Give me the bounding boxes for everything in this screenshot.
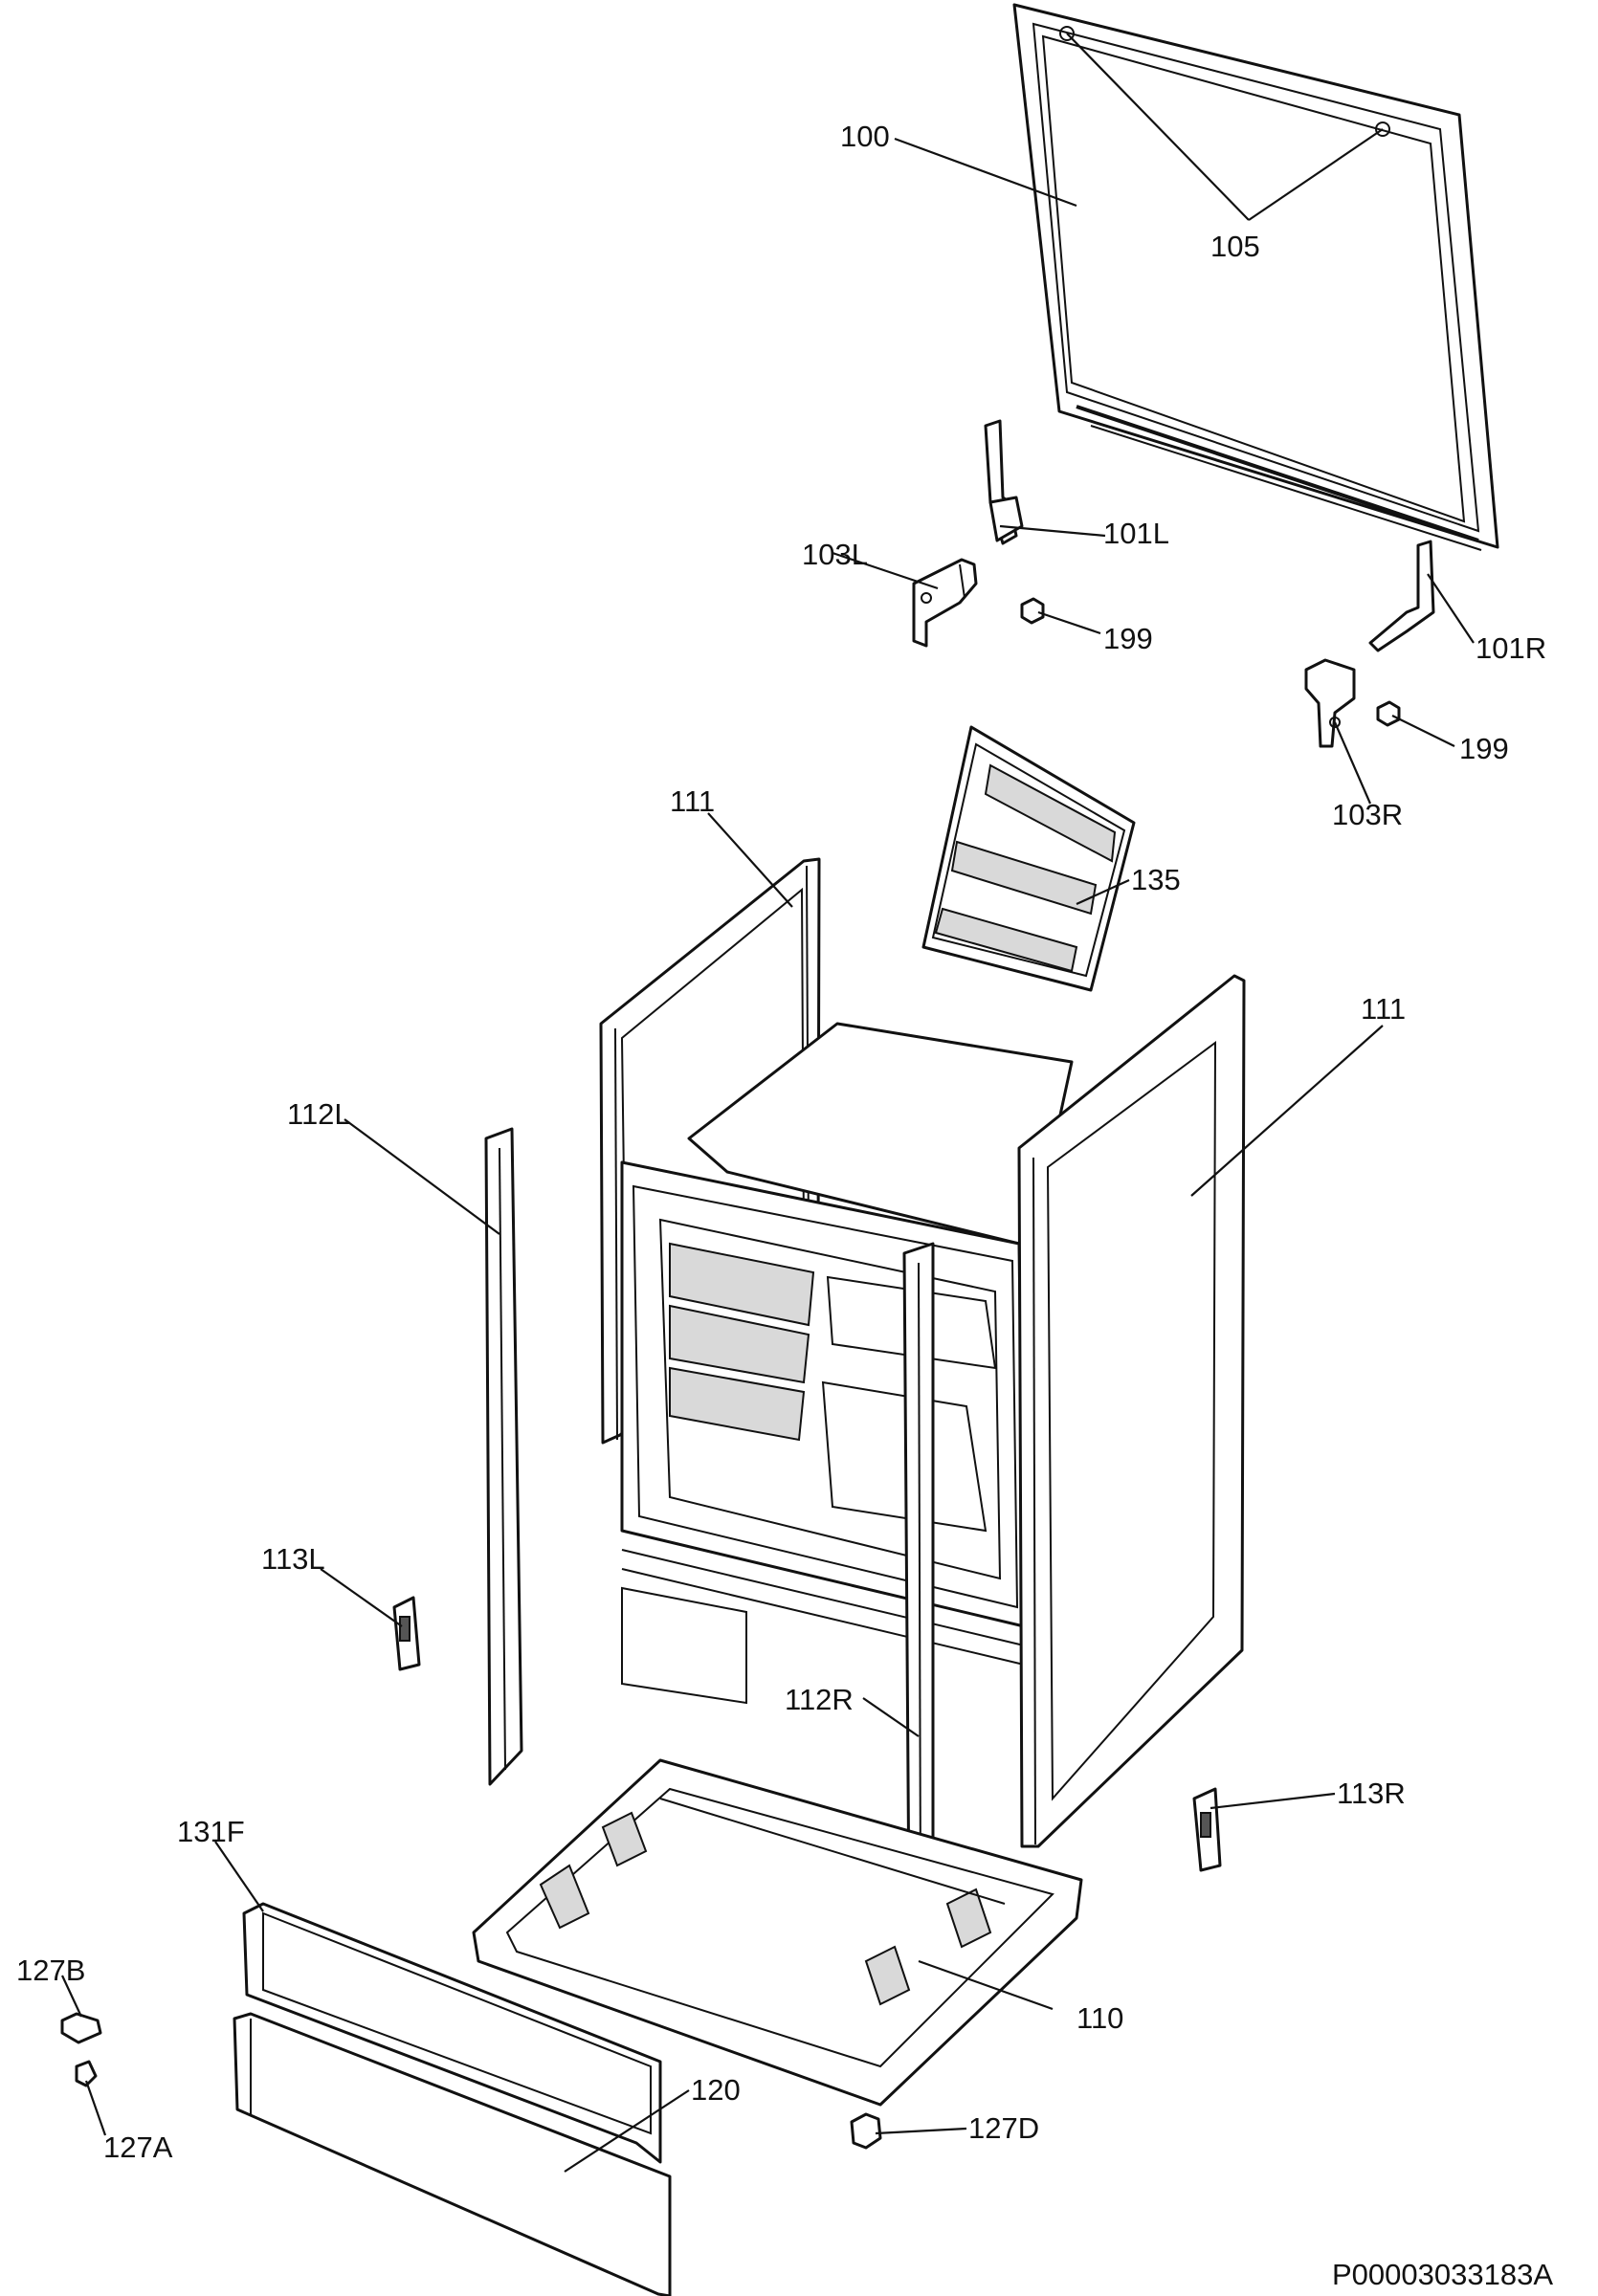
part-120-front-cover: [233, 2012, 672, 2296]
label-101R: 101R: [1476, 631, 1546, 665]
label-110: 110: [1076, 2001, 1123, 2035]
part-135-back-panel: [921, 725, 1136, 992]
leader-113L: [320, 1568, 403, 1627]
label-103R: 103R: [1332, 798, 1403, 831]
part-101R-hinge: [1368, 540, 1435, 652]
drawing-code: P00003033183A: [1332, 2258, 1553, 2291]
leader-101R: [1427, 573, 1475, 644]
part-113R-clip: [1192, 1787, 1222, 1872]
label-127A: 127A: [103, 2130, 173, 2164]
leader-112R: [862, 1697, 920, 1737]
leader-127A: [84, 2080, 107, 2136]
leader-110: [918, 1959, 1054, 2011]
part-199-nut-right: [1376, 700, 1401, 727]
part-101L-hinge: [984, 419, 1024, 545]
label-111-left: 111: [670, 784, 715, 818]
part-127D-clip: [850, 2112, 882, 2150]
leader-127D: [875, 2127, 967, 2135]
leader-lines: [61, 33, 1475, 2173]
part-112R-strip: [902, 1242, 935, 1910]
label-127B: 127B: [16, 1954, 85, 1987]
label-100: 100: [840, 120, 890, 153]
leader-105b: [1248, 128, 1384, 221]
leader-101L: [999, 524, 1106, 538]
label-103L: 103L: [802, 538, 868, 571]
label-101L: 101L: [1103, 517, 1169, 550]
leader-113R: [1210, 1792, 1336, 1810]
label-105: 105: [1210, 230, 1260, 263]
leader-111a: [707, 812, 793, 908]
label-135: 135: [1131, 863, 1181, 896]
label-120: 120: [691, 2073, 741, 2107]
part-labels: 100 105 101L 103L 199 101R 199 103R 111 …: [16, 120, 1553, 2291]
label-199-right: 199: [1459, 732, 1509, 765]
leader-135: [1076, 878, 1130, 906]
leader-105a: [1066, 33, 1250, 221]
part-100-lid-frame: [1012, 3, 1499, 551]
part-127B-clip: [60, 2012, 102, 2044]
label-112R: 112R: [785, 1683, 854, 1716]
leader-199b: [1391, 715, 1455, 747]
leader-127B: [61, 1975, 82, 2018]
part-112L-strip: [484, 1127, 523, 1786]
label-113R: 113R: [1337, 1777, 1406, 1810]
leader-111b: [1190, 1025, 1384, 1197]
part-103R-bracket: [1304, 658, 1356, 748]
leader-199a: [1037, 610, 1101, 635]
leader-100: [894, 137, 1077, 208]
leader-120: [564, 2089, 690, 2173]
part-127A-clip: [75, 2060, 98, 2087]
label-111-right: 111: [1361, 992, 1406, 1026]
label-131F: 131F: [177, 1815, 245, 1848]
label-127D: 127D: [968, 2111, 1039, 2145]
part-131F-front-plate: [242, 1902, 662, 2164]
label-113L: 113L: [261, 1542, 325, 1576]
leader-112L: [344, 1118, 500, 1235]
part-110-base-tray: [472, 1758, 1083, 2107]
leader-131F: [214, 1841, 264, 1912]
label-199-left: 199: [1103, 622, 1153, 655]
part-199-nut-left: [1020, 597, 1045, 625]
part-113L-clip: [392, 1596, 421, 1671]
leader-103R: [1333, 721, 1372, 805]
part-111-right-side-panel: [1017, 974, 1246, 1848]
part-103L-bracket: [912, 558, 978, 648]
label-112L: 112L: [287, 1097, 351, 1131]
leader-103L: [832, 551, 939, 590]
